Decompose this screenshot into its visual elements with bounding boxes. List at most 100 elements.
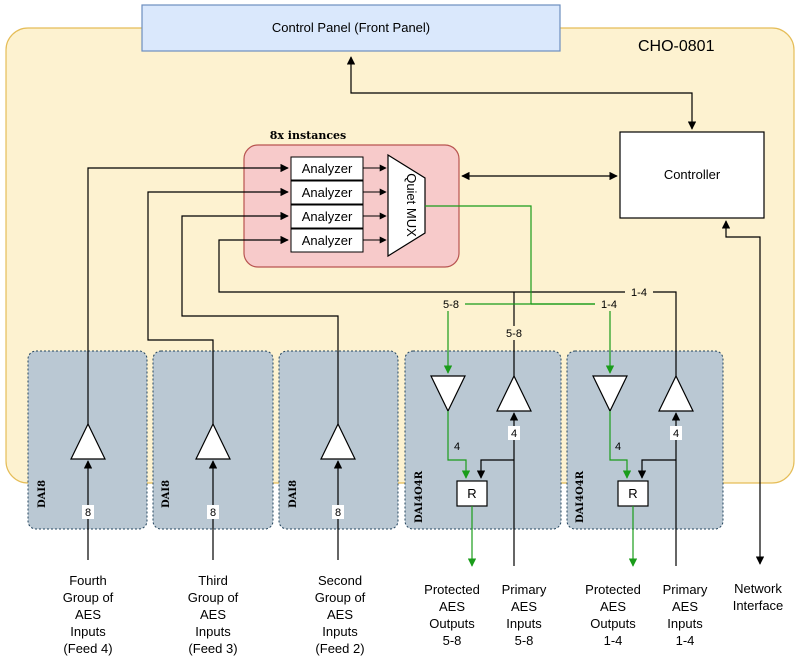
buffer-feed2 (320, 422, 356, 460)
buffer-feed3 (195, 422, 231, 460)
range-label-1-4-input: 1-4 (631, 287, 647, 299)
controller-box[interactable] (619, 131, 765, 219)
relay-label-5-8: R (467, 486, 476, 501)
card-label-4: DAI4O4R (414, 470, 425, 523)
green-driver-relay-5-8 (447, 411, 471, 479)
svg-text:Primary: Primary (502, 582, 547, 597)
svg-text:Inputs: Inputs (667, 616, 703, 631)
card-label-2: DAI8 (161, 480, 172, 508)
feed4-to-analyzer (87, 163, 289, 424)
label-primary-5-8: Primary AES Inputs 5-8 (502, 582, 547, 648)
device-name: CHO-0801 (638, 38, 715, 55)
svg-text:(Feed 4): (Feed 4) (63, 641, 112, 656)
label-feed2: Second Group of AES Inputs (Feed 2) (315, 573, 366, 656)
control-panel-box[interactable] (141, 4, 561, 52)
controller-label: Controller (664, 167, 721, 182)
driver-protected-1-4 (592, 375, 628, 413)
analyzer-label-3: Analyzer (302, 209, 353, 224)
svg-text:AES: AES (439, 599, 465, 614)
label-network-interface: Network Interface (733, 581, 784, 613)
svg-text:5-8: 5-8 (515, 633, 534, 648)
svg-text:Inputs: Inputs (195, 624, 231, 639)
svg-text:Outputs: Outputs (429, 616, 475, 631)
instances-label: 8x instances (270, 129, 347, 142)
primary-1-4-to-relay (637, 459, 676, 479)
svg-text:AES: AES (200, 607, 226, 622)
count-bg-feed2 (332, 505, 344, 519)
svg-text:Second: Second (318, 573, 362, 588)
count-bg-i58 (508, 426, 520, 440)
svg-text:1-4: 1-4 (676, 633, 695, 648)
svg-text:AES: AES (600, 599, 626, 614)
svg-text:Protected: Protected (424, 582, 480, 597)
svg-text:5-8: 5-8 (443, 633, 462, 648)
count-bg-feed4 (82, 505, 94, 519)
analyzer-label-1: Analyzer (302, 161, 353, 176)
card-label-1: DAI8 (37, 480, 48, 508)
count-protected-5-8: 4 (454, 441, 460, 453)
svg-text:Group of: Group of (188, 590, 239, 605)
svg-text:Network: Network (734, 581, 782, 596)
buffer-primary-1-4 (658, 374, 694, 412)
count-primary-1-4: 4 (673, 428, 679, 440)
svg-text:Protected: Protected (585, 582, 641, 597)
label-feed4: Fourth Group of AES Inputs (Feed 4) (63, 573, 114, 656)
svg-text:Interface: Interface (733, 598, 784, 613)
analyzer-label-2: Analyzer (302, 185, 353, 200)
svg-text:Inputs: Inputs (70, 624, 106, 639)
label-protected-5-8: Protected AES Outputs 5-8 (424, 582, 480, 648)
svg-text:AES: AES (75, 607, 101, 622)
card-label-3: DAI8 (288, 480, 299, 508)
svg-text:(Feed 3): (Feed 3) (188, 641, 237, 656)
buffer-primary-5-8 (496, 374, 532, 412)
count-feed2: 8 (335, 507, 341, 519)
count-feed3: 8 (210, 507, 216, 519)
quiet-mux-label: Quiet MUX (404, 173, 419, 237)
svg-text:(Feed 2): (Feed 2) (315, 641, 364, 656)
feed3-to-analyzer (147, 187, 289, 424)
primary-1-4-to-analyzer (218, 235, 677, 376)
svg-text:Third: Third (198, 573, 228, 588)
svg-text:Fourth: Fourth (69, 573, 107, 588)
svg-text:Group of: Group of (63, 590, 114, 605)
feed2-to-analyzer (181, 211, 339, 424)
range-bg-3 (500, 326, 528, 340)
svg-text:Outputs: Outputs (590, 616, 636, 631)
primary-5-8-to-relay (476, 459, 514, 479)
range-bg-1 (437, 297, 465, 311)
count-protected-1-4: 4 (615, 441, 621, 453)
buffer-feed4 (70, 422, 106, 460)
label-primary-1-4: Primary AES Inputs 1-4 (663, 582, 708, 648)
count-bg-p14 (612, 439, 624, 453)
range-bg-2 (595, 297, 623, 311)
svg-text:1-4: 1-4 (604, 633, 623, 648)
range-label-5-8-input: 5-8 (506, 328, 522, 340)
mux-output-green (425, 205, 532, 304)
driver-protected-5-8 (430, 375, 466, 413)
label-feed3: Third Group of AES Inputs (Feed 3) (188, 573, 239, 656)
network-link (721, 220, 765, 565)
svg-text:Group of: Group of (315, 590, 366, 605)
range-label-1-4: 1-4 (601, 299, 617, 311)
count-bg-p58 (451, 439, 463, 453)
count-feed4: 8 (85, 507, 91, 519)
count-primary-5-8: 4 (511, 428, 517, 440)
label-protected-1-4: Protected AES Outputs 1-4 (585, 582, 641, 648)
green-driver-relay-1-4 (609, 411, 632, 479)
relay-1-4 (617, 480, 649, 507)
relay-label-1-4: R (628, 486, 637, 501)
svg-text:Primary: Primary (663, 582, 708, 597)
panel-controller-link (346, 56, 697, 130)
svg-text:Inputs: Inputs (506, 616, 542, 631)
svg-text:AES: AES (327, 607, 353, 622)
count-bg-feed3 (207, 505, 219, 519)
svg-text:AES: AES (672, 599, 698, 614)
range-label-5-8: 5-8 (443, 299, 459, 311)
count-bg-i14 (670, 426, 682, 440)
svg-text:AES: AES (511, 599, 537, 614)
analyzer-label-4: Analyzer (302, 233, 353, 248)
quiet-mux (387, 153, 426, 258)
control-panel-label: Control Panel (Front Panel) (272, 20, 430, 35)
card-label-5: DAI4O4R (575, 470, 586, 523)
